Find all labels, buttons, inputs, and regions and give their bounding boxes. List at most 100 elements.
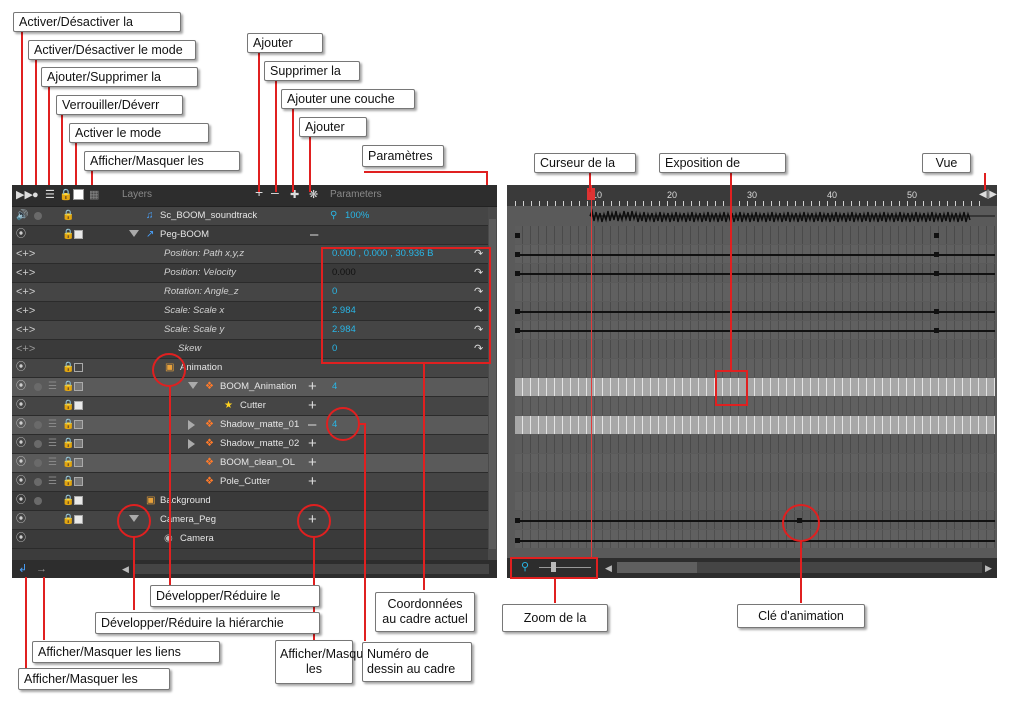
lock-icon[interactable]: 🔒 [62, 495, 75, 506]
function-value[interactable]: 0 [332, 343, 338, 354]
scrollbar-thumb[interactable] [489, 219, 496, 549]
layer-row[interactable]: ⦿ ☰ 🔒 ❖ BOOM_clean_OL + [12, 454, 488, 473]
exposure-track[interactable] [515, 378, 995, 396]
add-icon[interactable]: + [308, 378, 317, 395]
lock-icon[interactable]: 🔒 [62, 210, 75, 221]
layer-name[interactable]: Sc_BOOM_soundtrack [160, 210, 258, 221]
timeline-tracks[interactable] [515, 207, 995, 558]
layer-name[interactable]: BOOM_Animation [220, 381, 297, 392]
layers-horizontal-scrollbar[interactable] [134, 564, 489, 574]
eye-icon[interactable]: ⦿ [16, 381, 26, 392]
layer-name[interactable]: Animation [180, 362, 223, 373]
add-layer-icon[interactable]: + [255, 184, 264, 200]
function-row[interactable]: <+> Skew 0 ↷ [12, 340, 488, 359]
white-square-icon[interactable] [73, 189, 84, 203]
frame-ruler[interactable]: 10 20 30 40 50 ◀|▶ [507, 185, 997, 206]
function-row[interactable]: <+> Rotation: Angle_z 0 ↷ [12, 283, 488, 302]
layer-name[interactable]: Pole_Cutter [220, 476, 271, 487]
add-layer-menu-icon[interactable]: ❋ [309, 189, 319, 201]
keyframe-marker[interactable] [934, 309, 939, 314]
add-icon[interactable]: + [308, 397, 317, 414]
track-row[interactable] [515, 283, 995, 301]
track-row[interactable] [515, 454, 995, 472]
layer-row[interactable]: ⦿ 🔒 ★ Cutter + [12, 397, 488, 416]
keyframe-marker[interactable] [515, 328, 520, 333]
solo-dot-icon[interactable] [34, 478, 42, 486]
layer-name[interactable]: Shadow_matte_01 [220, 419, 300, 430]
curve-icon[interactable]: ↷ [474, 286, 484, 298]
track-row[interactable] [515, 359, 995, 377]
track-row[interactable] [515, 397, 995, 415]
show-all-icon[interactable]: ▶▶ [16, 189, 33, 201]
keyframe-marker[interactable] [515, 518, 520, 523]
database-icon[interactable]: ☰ [48, 419, 57, 430]
curve-icon[interactable]: ↷ [474, 305, 484, 317]
eye-icon[interactable]: ⦿ [16, 495, 26, 506]
view-toggle-icon[interactable]: ◀|▶ [979, 189, 997, 200]
lock-icon[interactable]: 🔒 [62, 457, 75, 468]
database-icon[interactable]: ☰ [48, 476, 57, 487]
function-value[interactable]: 0.000 [332, 267, 356, 278]
layer-props-icon[interactable]: ▦ [89, 189, 100, 201]
track-row[interactable] [515, 530, 995, 548]
layer-row[interactable]: ⦿ ☰ 🔒 ❖ BOOM_Animation + 4 [12, 378, 488, 397]
keyframe-marker[interactable] [934, 252, 939, 257]
function-arrows-icon[interactable]: <+> [16, 286, 36, 298]
function-row[interactable]: <+> Scale: Scale x 2.984 ↷ [12, 302, 488, 321]
zoom-slider[interactable] [539, 567, 591, 568]
color-swatch[interactable] [74, 477, 83, 486]
collapse-minus-icon[interactable]: – [310, 226, 319, 243]
function-value[interactable]: 0.000 , 0.000 , 30.936 B [332, 248, 434, 259]
function-arrows-icon[interactable]: <+> [16, 343, 36, 355]
track-row[interactable] [515, 340, 995, 358]
track-row[interactable] [515, 473, 995, 491]
layer-param[interactable]: 4 [332, 381, 338, 392]
color-swatch[interactable] [74, 515, 83, 524]
function-row[interactable]: <+> Position: Velocity 0.000 ↷ [12, 264, 488, 283]
lock-icon[interactable]: 🔒 [62, 514, 75, 525]
database-icon[interactable]: ☰ [45, 189, 55, 201]
layer-row[interactable]: 🔊 🔒 ♫ Sc_BOOM_soundtrack ⚲ 100% [12, 207, 488, 226]
eye-icon[interactable]: ⦿ [16, 476, 26, 487]
curve-icon[interactable]: ↷ [474, 267, 484, 279]
function-value[interactable]: 0 [332, 286, 338, 297]
eye-icon[interactable]: ⦿ [16, 400, 26, 411]
lock-icon[interactable]: 🔒 [59, 189, 73, 201]
color-swatch[interactable] [74, 420, 83, 429]
keyframe-marker[interactable] [515, 233, 520, 238]
layer-name[interactable]: Background [160, 495, 211, 506]
function-arrows-icon[interactable]: <+> [16, 248, 36, 260]
playhead-handle[interactable] [587, 188, 595, 200]
show-tracks-icon[interactable]: → [36, 563, 47, 575]
scrollbar-thumb[interactable] [617, 562, 697, 573]
expand-arrow-icon[interactable] [188, 382, 198, 389]
color-swatch[interactable] [74, 230, 83, 239]
scroll-left-icon[interactable]: ◀ [122, 564, 129, 574]
solo-dot-icon[interactable] [34, 459, 42, 467]
eye-icon[interactable]: ⦿ [16, 438, 26, 449]
layer-name[interactable]: Camera_Peg [160, 514, 216, 525]
audio-track[interactable] [515, 207, 995, 225]
add-peg-icon[interactable]: ✚ [290, 189, 300, 201]
layer-name[interactable]: Camera [180, 533, 214, 544]
lock-icon[interactable]: 🔒 [62, 476, 75, 487]
eye-icon[interactable]: ⦿ [16, 419, 26, 430]
layer-row[interactable]: ⦿ ◉ Camera [12, 530, 488, 549]
scroll-right-icon[interactable]: ▶ [985, 563, 992, 573]
function-arrows-icon[interactable]: <+> [16, 324, 36, 336]
layer-name[interactable]: Peg-BOOM [160, 229, 210, 240]
expand-arrow-icon[interactable] [129, 230, 139, 237]
add-icon[interactable]: + [308, 473, 317, 490]
eye-icon[interactable]: ⦿ [16, 533, 26, 544]
layer-name[interactable]: Cutter [240, 400, 266, 411]
color-swatch[interactable] [74, 439, 83, 448]
show-links-icon[interactable]: ↲ [18, 563, 28, 575]
solo-dot-icon[interactable] [34, 212, 42, 220]
color-swatch[interactable] [74, 458, 83, 467]
keyframe-marker[interactable] [515, 271, 520, 276]
function-row[interactable]: <+> Scale: Scale y 2.984 ↷ [12, 321, 488, 340]
layer-row[interactable]: ⦿ ☰ 🔒 ❖ Shadow_matte_02 + [12, 435, 488, 454]
layers-vertical-scrollbar[interactable] [488, 207, 497, 560]
database-icon[interactable]: ☰ [48, 438, 57, 449]
lock-icon[interactable]: 🔒 [62, 438, 75, 449]
